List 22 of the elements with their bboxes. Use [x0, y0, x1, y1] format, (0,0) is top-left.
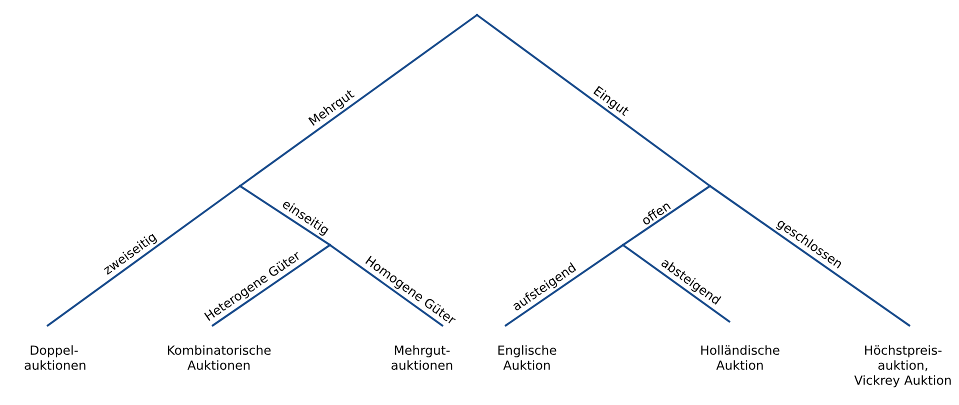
leaf-label: Doppel- auktionen: [24, 345, 86, 370]
branch-line: [622, 185, 711, 246]
branch-point: [622, 244, 624, 246]
branch-line: [622, 244, 731, 323]
leaf-label: Holländische Auktion: [701, 345, 780, 370]
leaf-label: Kombinatorische Auktionen: [168, 345, 271, 370]
branch-point: [328, 244, 332, 246]
branch-line: [504, 244, 624, 327]
branch-line: [476, 14, 711, 187]
leaf-label: Englische Auktion: [498, 345, 556, 370]
branch-line: [239, 14, 478, 187]
branch-point: [476, 14, 478, 16]
branch-point: [708, 184, 712, 188]
edge-label: offen: [643, 204, 671, 224]
branch-point: [238, 184, 242, 188]
branch-line: [239, 185, 331, 246]
branch-line: [709, 185, 911, 327]
leaf-label: Höchstpreis- auktion, Vickrey Auktion: [854, 345, 951, 388]
leaf-label: Mehrgut- auktionen: [392, 345, 452, 370]
branch-line: [46, 185, 241, 327]
branch-line: [329, 244, 444, 327]
branch-line: [211, 244, 331, 327]
